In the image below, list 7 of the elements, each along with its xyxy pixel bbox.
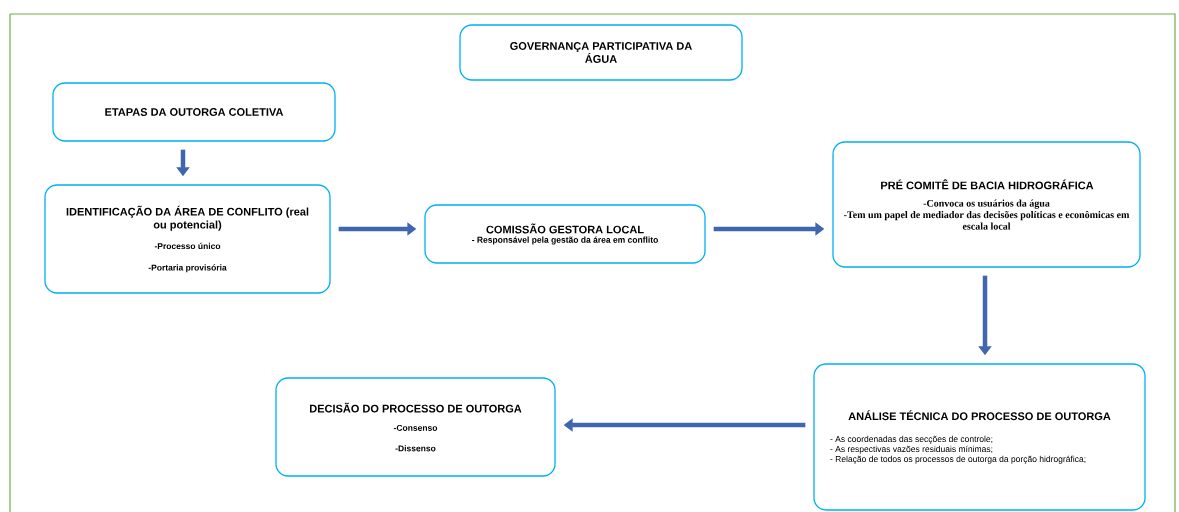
process-box: ETAPAS DA OUTORGA COLETIVA [52,82,336,142]
process-box: PRÉ COMITÊ DE BACIA HIDROGRÁFICA -Convoca os usuários da água -Tem um papel de mediador das decisões políticas e econômicas em escala local [832,141,1141,268]
process-box: IDENTIFICAÇÃO DA ÁREA DE CONFLITO (real ou potencial) -Processo único -Portaria provisória [44,184,331,294]
process-box: ANÁLISE TÉCNICA DO PROCESSO DE OUTORGA - As coordenadas das secções de controle; - As respectivas vazões residuais mínimas; - Relação de todos os processos de outorga da porção hidrográfica; [813,363,1146,511]
process-box: COMISSÃO GESTORA LOCAL - Responsável pela gestão da área em conflito [424,204,706,264]
process-box: GOVERNANÇA PARTICIPATIVA DA ÁGUA [459,24,743,81]
process-box: DECISÃO DO PROCESSO DE OUTORGA -Consenso -Dissenso [275,377,556,477]
